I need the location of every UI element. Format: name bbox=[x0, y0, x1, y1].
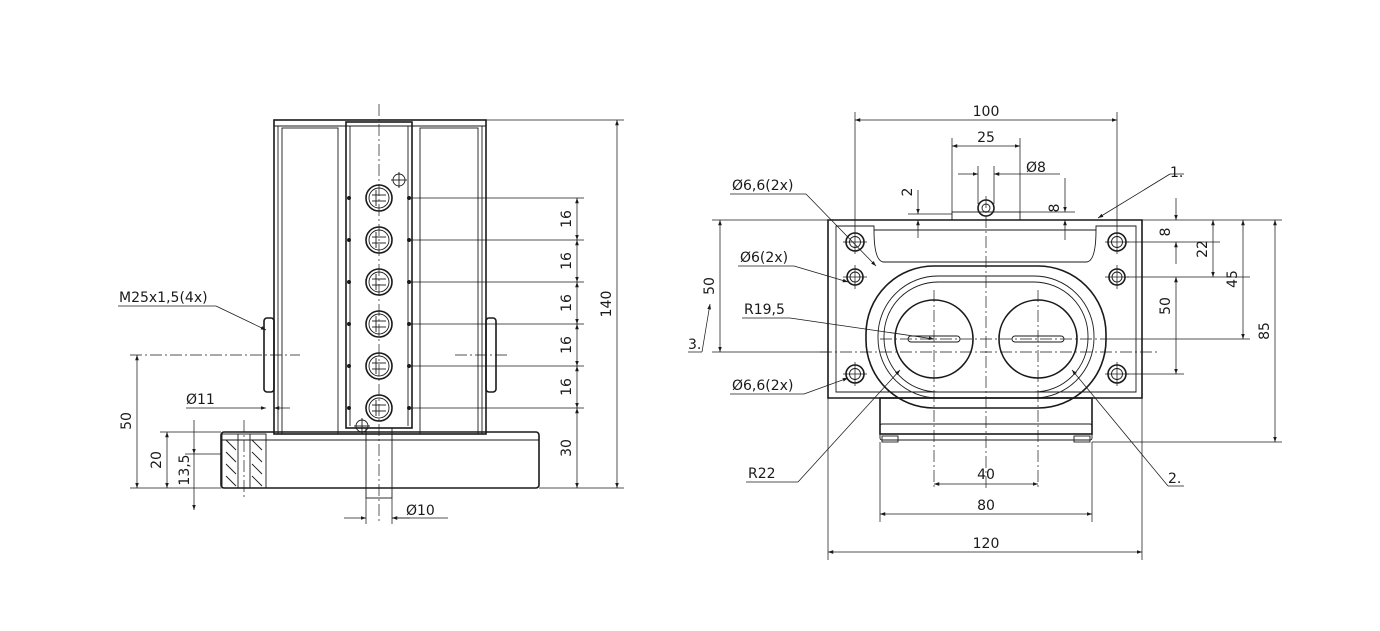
base-plate bbox=[220, 431, 540, 489]
hole-callout: Ø6,6(2x) bbox=[732, 378, 793, 394]
hole-callout: Ø6,6(2x) bbox=[732, 178, 793, 194]
dim-16: 16 bbox=[559, 378, 575, 396]
dim-16: 16 bbox=[559, 336, 575, 354]
mounting-holes bbox=[843, 230, 1129, 386]
dim-100: 100 bbox=[973, 104, 1000, 120]
cam-rollers bbox=[347, 184, 411, 422]
dim-50: 50 bbox=[119, 412, 135, 430]
dim-2: 2 bbox=[900, 188, 916, 197]
cam-roller bbox=[365, 310, 393, 338]
item-callout: 2. bbox=[1168, 471, 1181, 487]
dim-20: 20 bbox=[149, 451, 165, 469]
dim-50: 50 bbox=[702, 277, 718, 295]
right-chamber bbox=[419, 127, 479, 435]
dim-45: 45 bbox=[1225, 270, 1241, 288]
dim-8: 8 bbox=[1047, 204, 1063, 213]
dim-30: 30 bbox=[559, 439, 575, 457]
dim-40: 40 bbox=[977, 467, 995, 483]
left-chamber bbox=[281, 127, 339, 435]
dim-140: 140 bbox=[599, 291, 615, 318]
dim-16: 16 bbox=[559, 210, 575, 228]
dia-8: Ø8 bbox=[1026, 160, 1046, 176]
dim-85: 85 bbox=[1257, 322, 1273, 340]
dim-50: 50 bbox=[1158, 297, 1174, 315]
cam-roller bbox=[365, 394, 393, 422]
housing bbox=[273, 119, 487, 435]
dim-25: 25 bbox=[977, 130, 995, 146]
dim-16: 16 bbox=[559, 294, 575, 312]
item-callout: 3. bbox=[688, 337, 701, 353]
cam-roller bbox=[365, 184, 393, 212]
dim-120: 120 bbox=[973, 536, 1000, 552]
dim-8: 8 bbox=[1158, 228, 1174, 237]
dim-22: 22 bbox=[1195, 240, 1211, 258]
item-callout: 1. bbox=[1170, 165, 1183, 181]
dim-13-5: 13,5 bbox=[177, 454, 193, 485]
dim-80: 80 bbox=[977, 498, 995, 514]
cam-roller bbox=[365, 226, 393, 254]
cam-roller bbox=[365, 268, 393, 296]
side-view: 100 25 Ø8 2 8 8 22 45 50 85 50 40 80 120… bbox=[688, 104, 1282, 560]
radius-callout: R22 bbox=[748, 466, 776, 482]
radius-callout: R19,5 bbox=[744, 302, 785, 318]
hole-callout: Ø6(2x) bbox=[740, 250, 788, 266]
dia-11: Ø11 bbox=[186, 392, 215, 408]
front-view: 16 16 16 16 16 30 140 50 20 13,5 Ø11 Ø10… bbox=[118, 104, 624, 524]
dia-10: Ø10 bbox=[406, 503, 435, 519]
dim-16: 16 bbox=[559, 252, 575, 270]
thread-note: M25x1,5(4x) bbox=[119, 290, 208, 306]
cam-roller bbox=[365, 352, 393, 380]
